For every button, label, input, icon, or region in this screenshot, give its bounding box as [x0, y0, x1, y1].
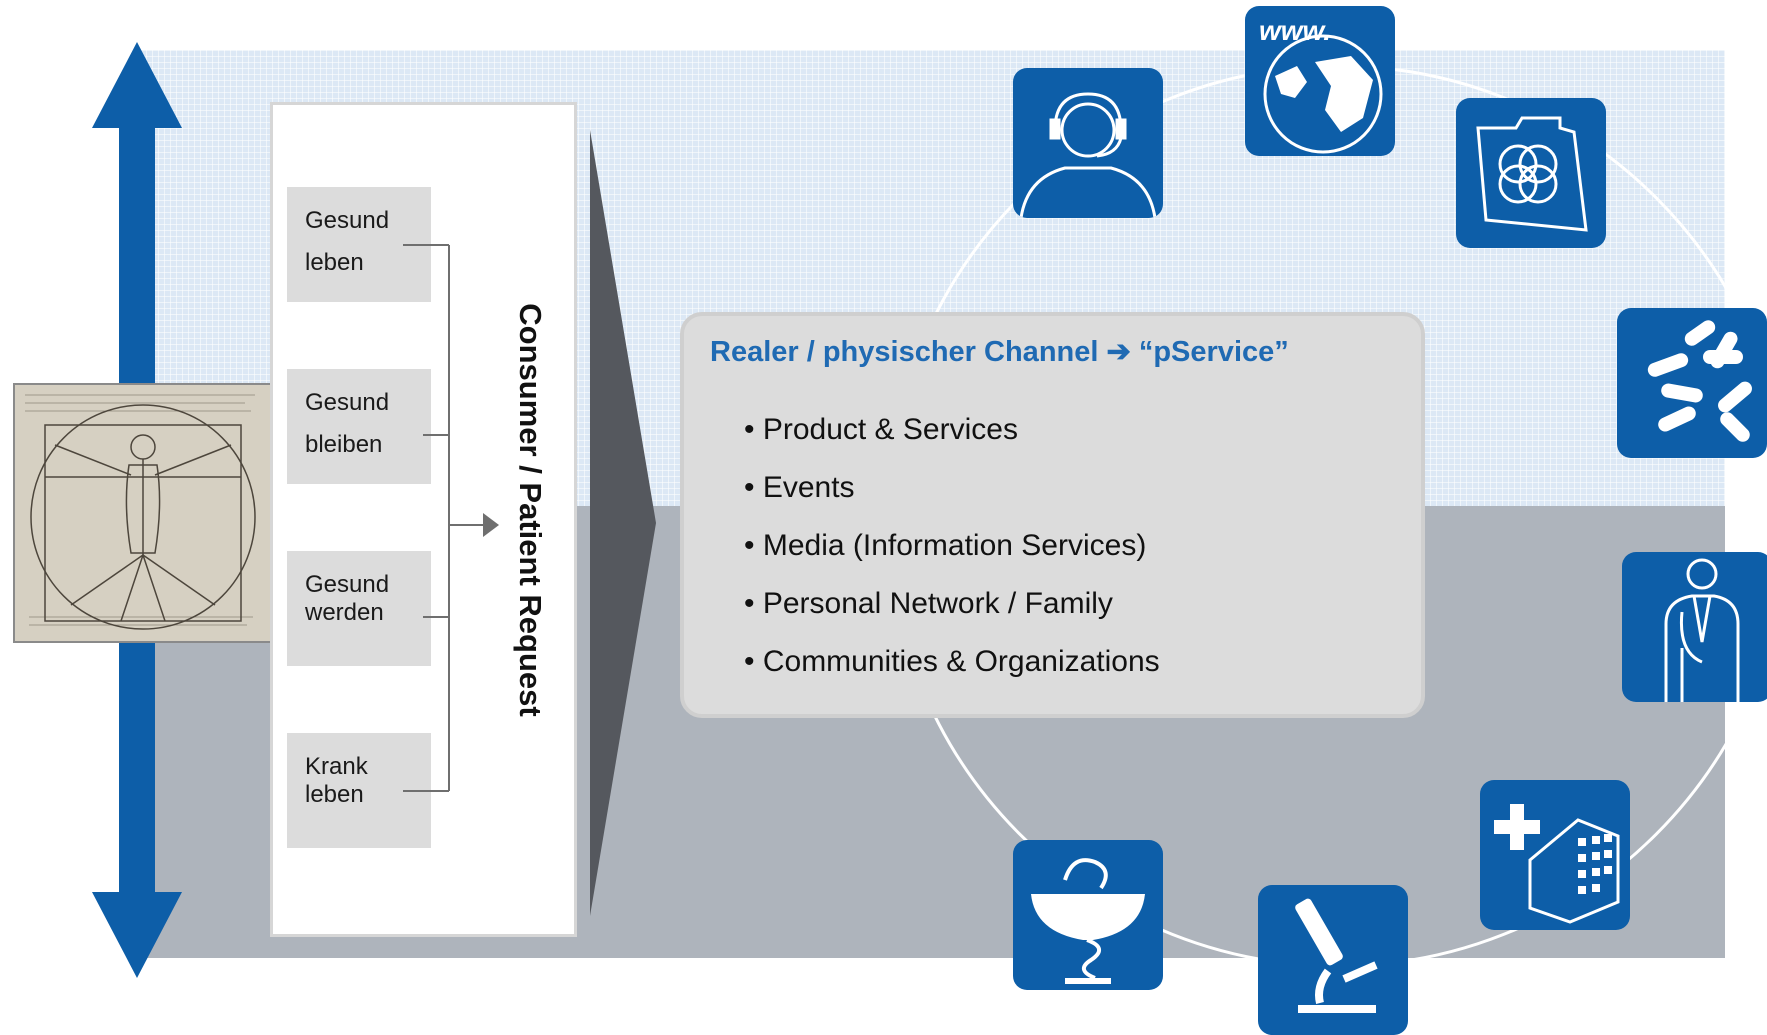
states-bracket-connector — [403, 244, 499, 792]
channel-list-item: • Personal Network / Family — [744, 587, 1113, 620]
request-arrow-triangle — [590, 130, 656, 916]
channel-title: Realer / physischer Channel ➔ “pService” — [710, 336, 1289, 368]
state-label-line2: bleiben — [305, 431, 383, 458]
request-label: Consumer / Patient Request — [505, 260, 555, 760]
state-label-line1: Gesund — [305, 207, 390, 234]
state-label-line2: leben — [305, 781, 364, 808]
hospital-icon — [1480, 780, 1630, 930]
microscope-icon — [1258, 885, 1408, 1035]
channel-list-item: • Media (Information Services) — [744, 529, 1147, 562]
state-label-line1: Krank — [305, 753, 368, 780]
physical-channel-box: Realer / physischer Channel ➔ “pService”… — [680, 312, 1425, 718]
pills-icon — [1617, 308, 1767, 458]
state-box-gesund-bleiben: Gesund bleiben — [287, 369, 431, 484]
request-label-text: Consumer / Patient Request — [513, 303, 548, 717]
doctor-icon — [1622, 552, 1767, 702]
state-label-line1: Gesund — [305, 571, 390, 598]
www-globe-icon: www. — [1245, 6, 1395, 156]
www-text: www. — [1259, 15, 1331, 46]
state-box-gesund-werden: Gesund werden — [287, 551, 431, 666]
state-label-line2: werden — [305, 599, 384, 626]
pharmacy-bowl-icon — [1013, 840, 1163, 990]
state-label-line2: leben — [305, 249, 364, 276]
channel-list-item: • Product & Services — [744, 413, 1018, 446]
channel-list-item: • Communities & Organizations — [744, 645, 1160, 678]
consumer-states-panel: Gesund leben Gesund bleiben Gesund werde… — [270, 102, 577, 937]
channel-list: • Product & Services • Events • Media (I… — [744, 412, 1160, 702]
call-center-agent-icon — [1013, 68, 1163, 218]
state-label-line1: Gesund — [305, 389, 390, 416]
channel-list-item: • Events — [744, 471, 855, 504]
medical-folder-icon — [1456, 98, 1606, 248]
vitruvian-man-image — [13, 383, 273, 643]
